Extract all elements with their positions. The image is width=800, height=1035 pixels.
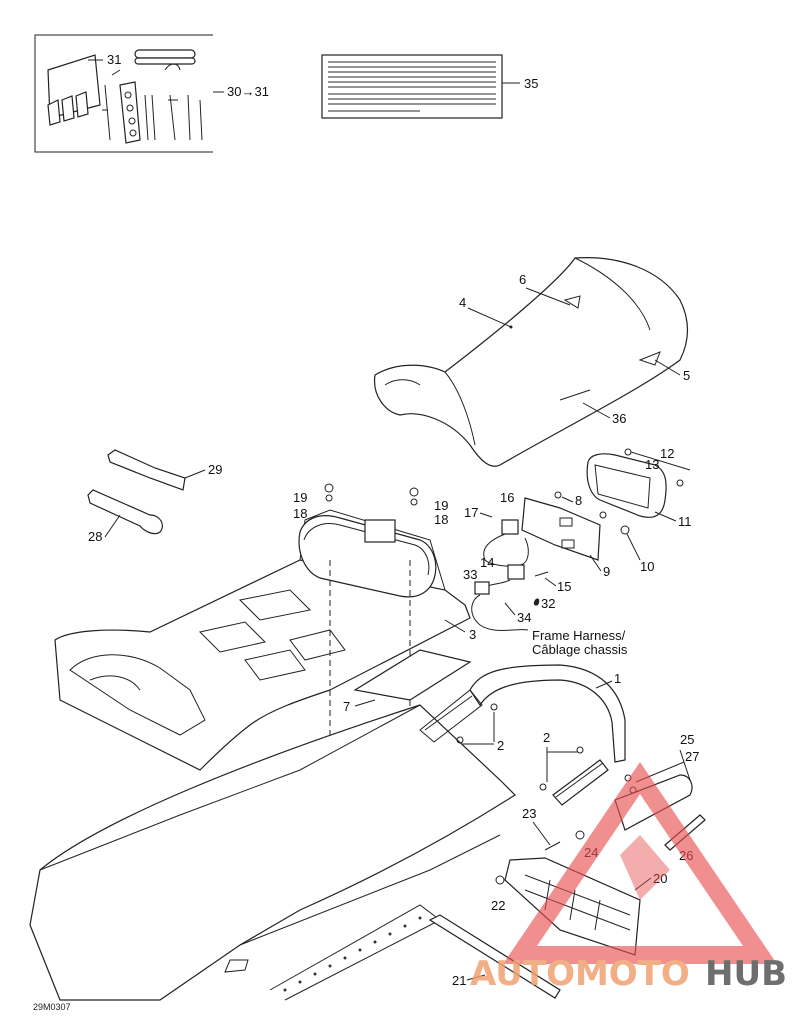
callout-21: 21 <box>452 973 466 988</box>
callout-35: 35 <box>524 76 538 91</box>
callout-29: 29 <box>208 462 222 477</box>
harness-label-line1: Frame Harness/ <box>532 628 626 643</box>
watermark-text-main: AUTOMOTO <box>470 954 690 994</box>
callout-6: 6 <box>519 272 526 287</box>
callout-9: 9 <box>603 564 610 579</box>
callout-1: 1 <box>614 671 621 686</box>
callout-18b: 18 <box>434 512 448 527</box>
callout-22: 22 <box>491 898 505 913</box>
callout-8: 8 <box>575 493 582 508</box>
callout-16: 16 <box>500 490 514 505</box>
callout-30-31: 30→31 <box>227 84 269 99</box>
callout-25: 25 <box>680 732 694 747</box>
callout-2b: 2 <box>543 730 550 745</box>
callout-36: 36 <box>612 411 626 426</box>
callout-23: 23 <box>522 806 536 821</box>
callout-2a: 2 <box>497 738 504 753</box>
callout-11: 11 <box>678 514 692 529</box>
watermark-triangle <box>503 761 777 964</box>
callout-27: 27 <box>685 749 699 764</box>
brackets: 29 28 <box>87 449 222 544</box>
light-bracket: 8 9 10 16 <box>500 490 654 579</box>
fasteners-top: 19 18 19 18 <box>293 483 448 527</box>
callout-19a: 19 <box>293 490 307 505</box>
callout-15: 15 <box>557 579 571 594</box>
callout-13: 13 <box>645 457 659 472</box>
harness-label-line2: Câblage chassis <box>532 642 628 657</box>
watermark-text-hub: HUB <box>705 954 787 994</box>
callout-33: 33 <box>463 567 477 582</box>
callout-31: 31 <box>107 52 121 67</box>
callout-12: 12 <box>660 446 674 461</box>
callout-17: 17 <box>464 505 478 520</box>
callout-32: 32 <box>541 596 555 611</box>
callout-28: 28 <box>88 529 102 544</box>
warning-decal: 35 <box>321 54 538 119</box>
callout-19b: 19 <box>434 498 448 513</box>
tail-light: 12 13 11 <box>586 446 692 529</box>
wiring-harness: 17 14 33 15 32 34 Frame Harness/ Câblage… <box>463 505 628 657</box>
watermark: AUTOMOTO HUB <box>470 761 787 994</box>
callout-10: 10 <box>640 559 654 574</box>
grab-handle: 1 2 2 <box>419 664 626 806</box>
mount-plate: 7 <box>343 649 472 714</box>
callout-5: 5 <box>683 368 690 383</box>
callout-3: 3 <box>469 627 476 642</box>
callout-7: 7 <box>343 699 350 714</box>
callout-20: 20 <box>653 871 667 886</box>
callout-4: 4 <box>459 295 466 310</box>
callout-18a: 18 <box>293 506 307 521</box>
main-tunnel: 29M0307 <box>29 704 516 1012</box>
callout-14: 14 <box>480 555 494 570</box>
callout-34: 34 <box>517 610 531 625</box>
figure-code: 29M0307 <box>33 1002 71 1012</box>
toolkit-inset: 31 30→31 <box>34 34 269 153</box>
seat: 6 4 5 36 <box>373 257 690 467</box>
